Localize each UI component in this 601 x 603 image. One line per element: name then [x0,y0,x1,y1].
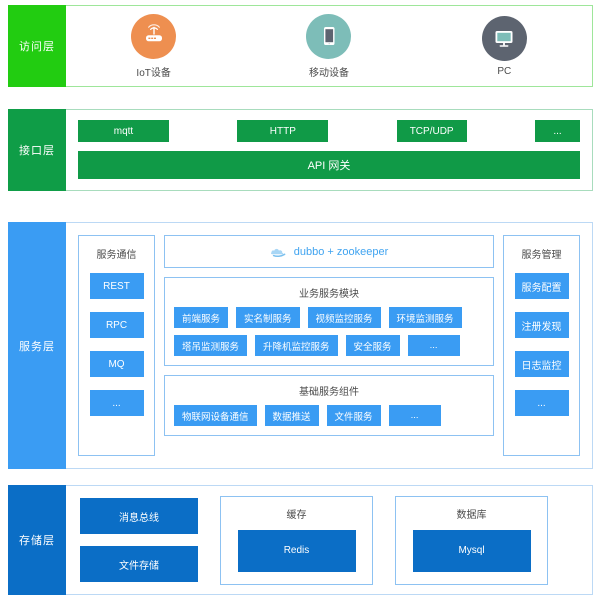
router-icon [131,13,177,59]
business-module-environment-monitor[interactable]: 环境监测服务 [388,307,462,328]
service-management-panel: 服务管理 服务配置 注册发现 日志监控 ... [503,235,580,456]
tablet-icon [306,13,352,59]
device-mobile[interactable]: 移动设备 [281,13,377,79]
interface-layer-body: mqtt HTTP TCP/UDP ... API 网关 [66,109,593,191]
access-layer-label: 访问层 [8,5,66,87]
business-module-safety[interactable]: 安全服务 [345,335,400,356]
service-management-more[interactable]: ... [514,390,569,416]
basic-component-iot-communication[interactable]: 物联网设备通信 [174,405,257,426]
storage-message-bus[interactable]: 消息总线 [80,498,198,534]
interface-layer: 接口层 mqtt HTTP TCP/UDP ... API 网关 [8,109,593,191]
storage-layer-label: 存储层 [8,485,66,595]
protocol-mqtt[interactable]: mqtt [78,120,169,142]
database-mysql[interactable]: Mysql [412,529,531,572]
service-layer: 服务层 服务通信 REST RPC MQ ... [8,222,593,469]
protocol-http[interactable]: HTTP [237,120,329,142]
protocol-row: mqtt HTTP TCP/UDP ... [78,120,580,142]
business-module-realname[interactable]: 实名制服务 [236,307,300,328]
basic-component-data-push[interactable]: 数据推送 [264,405,319,426]
registry-box[interactable]: dubbo + zookeeper [164,235,494,268]
basic-components-title: 基础服务组件 [299,387,359,398]
storage-stack: 消息总线 文件存储 [80,498,198,582]
service-communication-list: REST RPC MQ ... [79,273,154,416]
service-communication-more[interactable]: ... [89,390,144,416]
business-module-elevator-monitor[interactable]: 升降机监控服务 [255,335,338,356]
basic-component-file-service[interactable]: 文件服务 [326,405,381,426]
database-title: 数据库 [456,509,487,521]
business-modules-box: 业务服务模块 前端服务 实名制服务 视频监控服务 环境监测服务 塔吊监测服务 升… [164,277,494,366]
service-center-column: dubbo + zookeeper 业务服务模块 前端服务 实名制服务 视频监控… [164,235,494,456]
storage-file-storage[interactable]: 文件存储 [80,546,198,582]
service-management-registry-discovery[interactable]: 注册发现 [514,312,569,338]
service-communication-mq[interactable]: MQ [89,351,144,377]
service-management-log-monitor[interactable]: 日志监控 [514,351,569,377]
device-pc[interactable]: PC [456,15,552,77]
business-module-frontend[interactable]: 前端服务 [174,307,229,328]
device-pc-caption: PC [497,65,512,77]
service-layer-body: 服务通信 REST RPC MQ ... dubbo + zookeeper [66,222,593,469]
protocol-tcp-udp[interactable]: TCP/UDP [396,120,467,142]
cache-redis[interactable]: Redis [237,529,356,572]
service-management-list: 服务配置 注册发现 日志监控 ... [504,273,579,416]
business-module-tower-crane[interactable]: 塔吊监测服务 [174,335,248,356]
business-modules-row-1: 前端服务 实名制服务 视频监控服务 环境监测服务 [174,307,484,328]
api-gateway-bar[interactable]: API 网关 [78,151,580,179]
cache-panel: 缓存 Redis [220,495,373,585]
dubbo-cloud-icon [270,248,286,258]
access-layer: 访问层 IoT设备 [8,5,593,87]
service-communication-title: 服务通信 [96,250,137,261]
business-module-more[interactable]: ... [407,335,460,356]
service-communication-rest[interactable]: REST [89,273,144,299]
protocol-more[interactable]: ... [534,120,580,142]
business-module-video-monitor[interactable]: 视频监控服务 [307,307,381,328]
service-management-title: 服务管理 [521,250,562,261]
business-modules-title: 业务服务模块 [299,289,359,300]
device-iot-caption: IoT设备 [136,67,171,79]
device-iot[interactable]: IoT设备 [106,13,202,79]
monitor-icon [481,15,527,61]
storage-layer-body: 消息总线 文件存储 缓存 Redis 数据库 Mysql [66,485,593,595]
service-management-config[interactable]: 服务配置 [514,273,569,299]
basic-components-row: 物联网设备通信 数据推送 文件服务 ... [174,405,484,426]
basic-components-box: 基础服务组件 物联网设备通信 数据推送 文件服务 ... [164,375,494,436]
cache-title: 缓存 [286,509,307,521]
basic-component-more[interactable]: ... [388,405,441,426]
service-communication-panel: 服务通信 REST RPC MQ ... [78,235,155,456]
interface-layer-label: 接口层 [8,109,66,191]
database-panel: 数据库 Mysql [395,495,548,585]
service-communication-rpc[interactable]: RPC [89,312,144,338]
device-mobile-caption: 移动设备 [308,67,349,79]
service-layer-label: 服务层 [8,222,66,469]
storage-layer: 存储层 消息总线 文件存储 缓存 Redis 数据库 Mysql [8,485,593,595]
access-layer-body: IoT设备 移动设备 [66,5,593,87]
business-modules-row-2: 塔吊监测服务 升降机监控服务 安全服务 ... [174,335,484,356]
registry-label: dubbo + zookeeper [293,245,389,258]
